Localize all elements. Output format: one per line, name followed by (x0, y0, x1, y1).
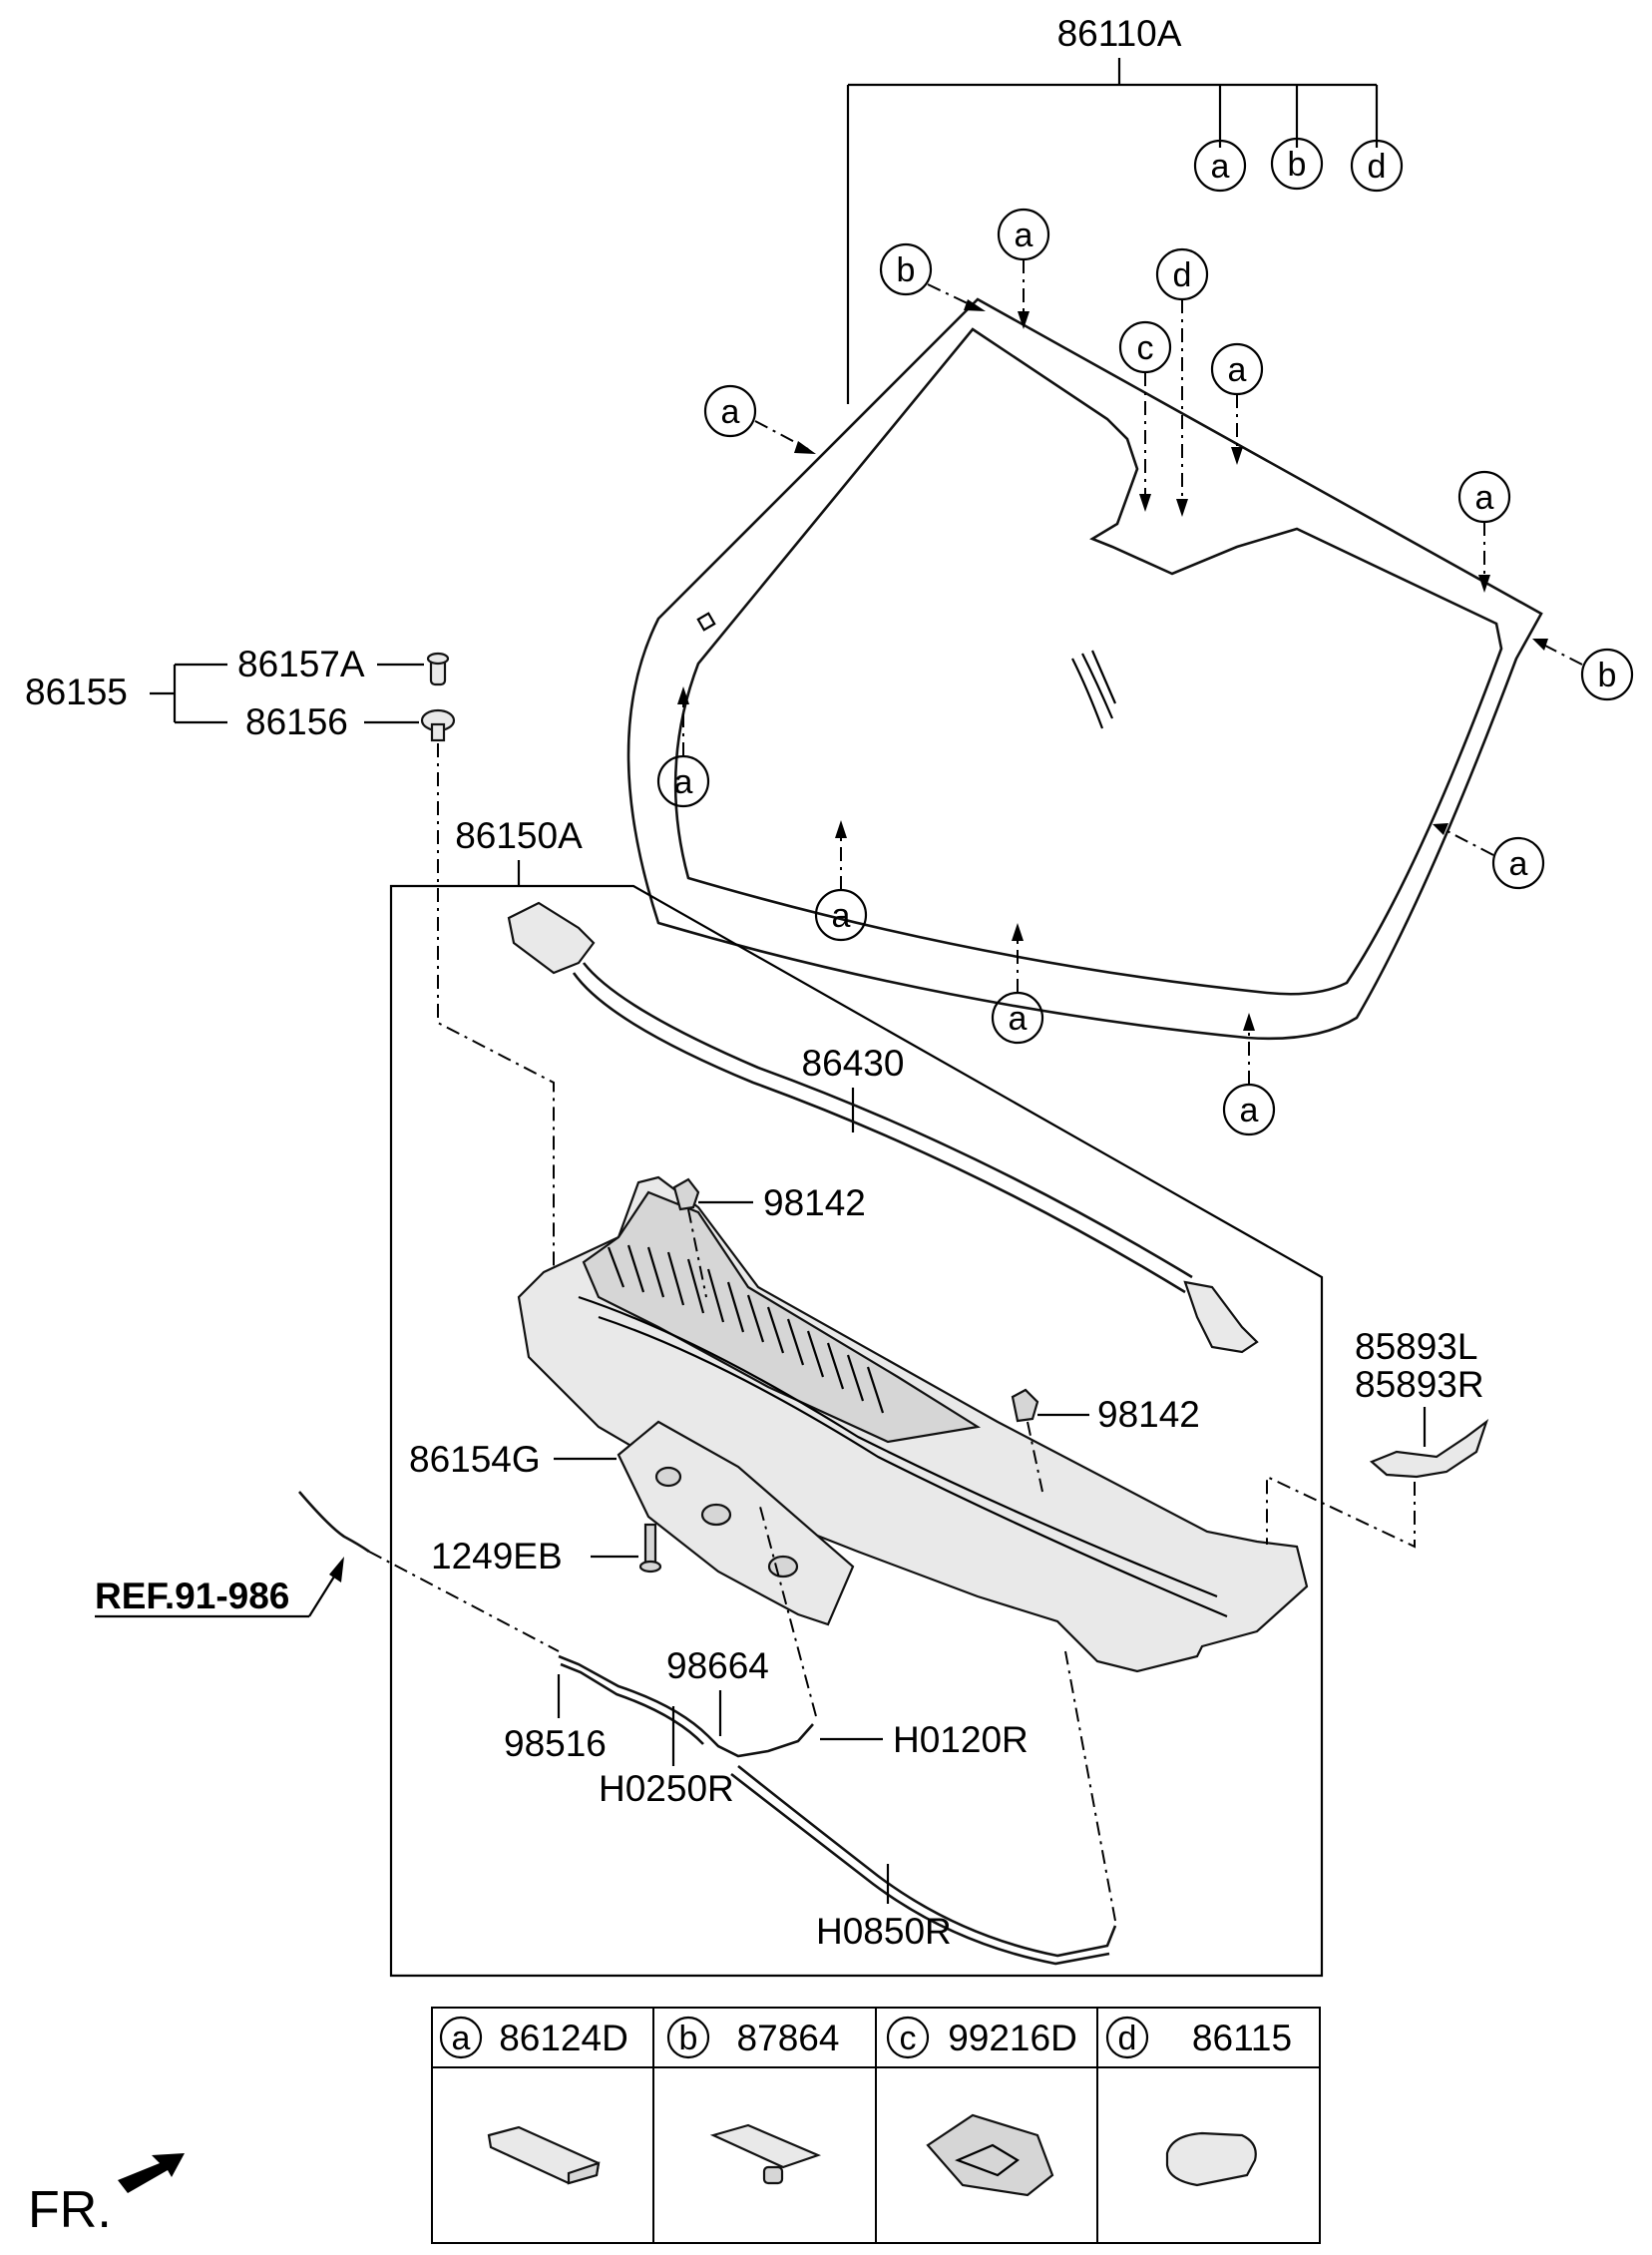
callout-glass-a-bottom-1: a (814, 820, 868, 942)
part-86124d-icon (487, 2125, 601, 2185)
svg-text:a: a (452, 2020, 471, 2057)
part-99216d-icon (926, 2113, 1054, 2197)
svg-text:86124D: 86124D (499, 2018, 628, 2058)
label-85893l: 85893L (1355, 1326, 1477, 1367)
clip-86157a (426, 652, 450, 686)
weatherstrip-86430 (507, 901, 1259, 1354)
callout-glass-a-right: a (1457, 470, 1511, 593)
callout-top-d: d (1350, 139, 1404, 193)
bracket-86110a (846, 58, 1379, 404)
svg-text:c: c (1137, 329, 1154, 367)
windshield-glass (626, 297, 1543, 1041)
callout-glass-a-right-lower: a (1433, 823, 1545, 890)
svg-text:86115: 86115 (1192, 2018, 1292, 2058)
svg-text:a: a (1509, 845, 1528, 883)
svg-text:a: a (1015, 217, 1033, 254)
svg-text:99216D: 99216D (948, 2018, 1077, 2058)
legend-table (431, 2007, 1321, 2244)
cover-86154g (617, 1420, 855, 1626)
ref-arrow (308, 1557, 344, 1617)
ref-dash-line (368, 1551, 560, 1652)
side-cover-85893 (1369, 1419, 1489, 1479)
legend-cell-d: d 86115 (1105, 2016, 1292, 2187)
label-h0850r: H0850R (816, 1911, 952, 1952)
hose-assembly (558, 1650, 1117, 1966)
callout-glass-a-left: a (703, 384, 816, 454)
svg-text:d: d (1173, 256, 1192, 294)
callout-glass-a-bottom-2: a (991, 923, 1044, 1045)
leader-h0120r-dash (759, 1506, 817, 1717)
nozzle-98142-upper (672, 1177, 707, 1298)
svg-text:b: b (1288, 146, 1307, 184)
svg-text:b: b (1598, 657, 1617, 694)
label-98142-lower: 98142 (1097, 1394, 1200, 1435)
svg-text:87864: 87864 (737, 2018, 840, 2058)
svg-text:a: a (1009, 1000, 1028, 1038)
leader-86156 (437, 743, 555, 1347)
callout-glass-d: d (1155, 247, 1209, 517)
label-86430: 86430 (802, 1043, 905, 1084)
svg-text:a: a (721, 393, 740, 431)
callout-glass-a-lower-left: a (656, 686, 710, 808)
label-98516: 98516 (504, 1723, 607, 1764)
legend-cell-a: a 86124D (439, 2016, 628, 2185)
front-arrow-icon (118, 2153, 185, 2193)
callout-glass-c: c (1118, 320, 1172, 512)
label-h0250r: H0250R (599, 1768, 734, 1809)
svg-text:b: b (679, 2020, 698, 2057)
part-86115-icon (1165, 2131, 1257, 2187)
label-85893r: 85893R (1355, 1364, 1484, 1405)
legend-cell-c: c 99216D (886, 2016, 1077, 2197)
label-98664: 98664 (666, 1645, 769, 1686)
leader-85893-dash (1266, 1475, 1416, 1549)
ref-91-986: REF.91-986 (95, 1576, 289, 1616)
svg-text:a: a (1228, 351, 1247, 389)
callout-glass-a-bottom-3: a (1222, 1013, 1276, 1136)
callout-top-a: a (1193, 139, 1247, 193)
svg-text:b: b (897, 251, 916, 289)
screw-1249eb (638, 1523, 662, 1574)
ref-hose-end (298, 1491, 370, 1554)
svg-text:a: a (674, 763, 693, 801)
svg-text:c: c (900, 2020, 917, 2057)
callout-glass-b-right: b (1532, 639, 1634, 701)
part-87864-icon (709, 2123, 822, 2185)
svg-text:d: d (1118, 2020, 1137, 2057)
svg-text:a: a (1475, 479, 1494, 517)
svg-text:a: a (832, 897, 851, 935)
cowl-slats (607, 1244, 885, 1414)
label-86110a: 86110A (1057, 13, 1182, 54)
svg-text:d: d (1368, 148, 1387, 186)
legend-cell-b: b 87864 (666, 2016, 840, 2185)
svg-text:a: a (1211, 148, 1230, 186)
callout-glass-a-top: a (997, 208, 1050, 329)
grommet-86156 (420, 708, 456, 742)
callout-top-b: b (1270, 137, 1324, 191)
callout-glass-a-upper-right: a (1210, 342, 1264, 465)
label-98142-upper: 98142 (763, 1182, 866, 1223)
bracket-86155 (150, 663, 424, 724)
label-86154g: 86154G (409, 1439, 541, 1480)
label-h0120r: H0120R (893, 1719, 1029, 1760)
nozzle-98142-lower (1011, 1388, 1043, 1493)
label-86157a: 86157A (237, 644, 365, 684)
front-marker-label: FR. (28, 2181, 112, 2239)
label-86155: 86155 (25, 672, 128, 712)
label-86150a: 86150A (455, 815, 583, 856)
svg-text:a: a (1240, 1092, 1259, 1129)
callout-glass-b-top: b (879, 242, 986, 311)
label-86156: 86156 (245, 701, 348, 742)
label-1249eb: 1249EB (431, 1536, 563, 1577)
box-86150a (389, 860, 1324, 1978)
